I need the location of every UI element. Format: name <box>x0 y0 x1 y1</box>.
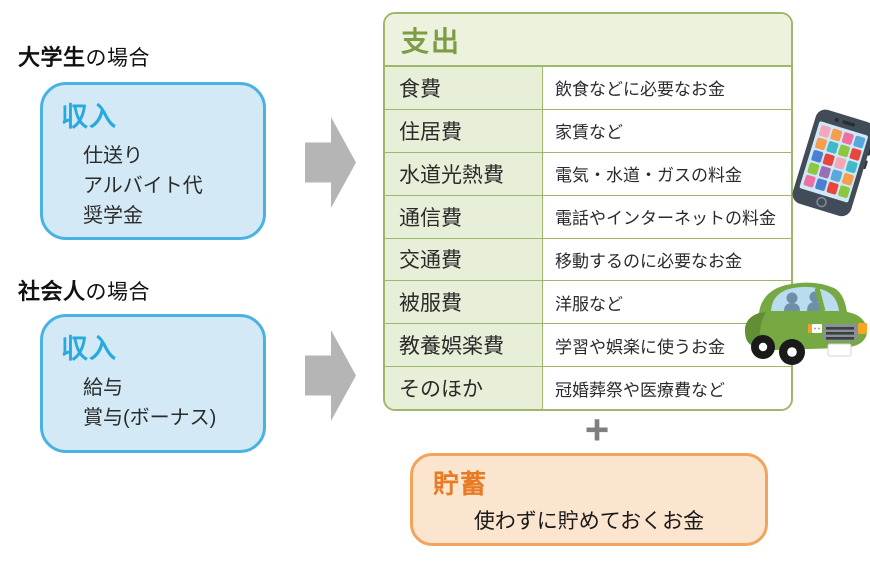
savings-desc: 使わずに貯めておくお金 <box>473 510 705 533</box>
student-case-suffix: の場合 <box>85 47 151 70</box>
car-icon <box>744 272 870 370</box>
student-case-heading: 大学生の場合 <box>18 40 150 72</box>
expense-row-desc: 飲食などに必要なお金 <box>543 67 791 109</box>
adult-case-heading: 社会人の場合 <box>18 274 150 306</box>
adult-case-label: 社会人 <box>18 279 86 304</box>
plus-icon: + <box>584 406 610 453</box>
table-row: そのほか 冠婚葬祭や医療費など <box>385 367 791 409</box>
adult-income-box: 収入 給与 賞与(ボーナス) <box>40 314 266 453</box>
expense-row-desc: 電気・水道・ガスの料金 <box>543 152 791 195</box>
table-row: 通信費 電話やインターネットの料金 <box>385 195 791 239</box>
adult-income-title: 収入 <box>61 334 117 364</box>
expense-row-desc: 移動するのに必要なお金 <box>543 238 791 281</box>
expense-row-label: そのほか <box>385 367 543 409</box>
expense-row-desc: 電話やインターネットの料金 <box>543 195 791 238</box>
table-row: 水道光熱費 電気・水道・ガスの料金 <box>385 152 791 196</box>
savings-title: 貯蓄 <box>433 469 488 499</box>
income-item: 奨学金 <box>83 205 143 227</box>
smartphone-icon <box>792 109 870 217</box>
income-item: 賞与(ボーナス) <box>83 407 217 429</box>
savings-box: 貯蓄 使わずに貯めておくお金 <box>410 453 768 546</box>
expense-row-desc: 冠婚葬祭や医療費など <box>543 367 791 409</box>
student-income-items: 仕送り アルバイト代 奨学金 <box>83 141 263 231</box>
expense-table: 支出 食費 飲食などに必要なお金 住居費 家賃など 水道光熱費 電気・水道・ガス… <box>383 12 793 411</box>
right-arrow-icon <box>305 330 356 421</box>
expense-row-label: 通信費 <box>385 195 543 238</box>
adult-income-items: 給与 賞与(ボーナス) <box>83 373 263 433</box>
table-row: 被服費 洋服など <box>385 281 791 325</box>
income-item: 仕送り <box>83 145 143 167</box>
expense-row-desc: 家賃など <box>543 109 791 152</box>
expense-row-label: 教養娯楽費 <box>385 324 543 367</box>
adult-case-suffix: の場合 <box>85 281 151 304</box>
expense-row-label: 食費 <box>385 67 543 109</box>
expense-title: 支出 <box>401 25 462 57</box>
expense-row-label: 水道光熱費 <box>385 152 543 195</box>
table-row: 住居費 家賃など <box>385 109 791 153</box>
expense-row-label: 被服費 <box>385 281 543 324</box>
table-row: 食費 飲食などに必要なお金 <box>385 67 791 110</box>
student-income-box: 収入 仕送り アルバイト代 奨学金 <box>40 82 266 240</box>
expense-row-desc: 洋服など <box>543 281 791 324</box>
table-row: 教養娯楽費 学習や娯楽に使うお金 <box>385 324 791 368</box>
table-row: 交通費 移動するのに必要なお金 <box>385 238 791 282</box>
expense-table-header: 支出 <box>385 14 791 67</box>
expense-row-label: 住居費 <box>385 109 543 152</box>
student-case-label: 大学生 <box>18 45 86 70</box>
right-arrow-icon <box>305 117 356 208</box>
expense-row-desc: 学習や娯楽に使うお金 <box>543 324 791 367</box>
student-income-title: 収入 <box>61 102 117 132</box>
income-item: アルバイト代 <box>83 175 203 197</box>
expense-row-label: 交通費 <box>385 238 543 281</box>
income-item: 給与 <box>83 377 123 399</box>
